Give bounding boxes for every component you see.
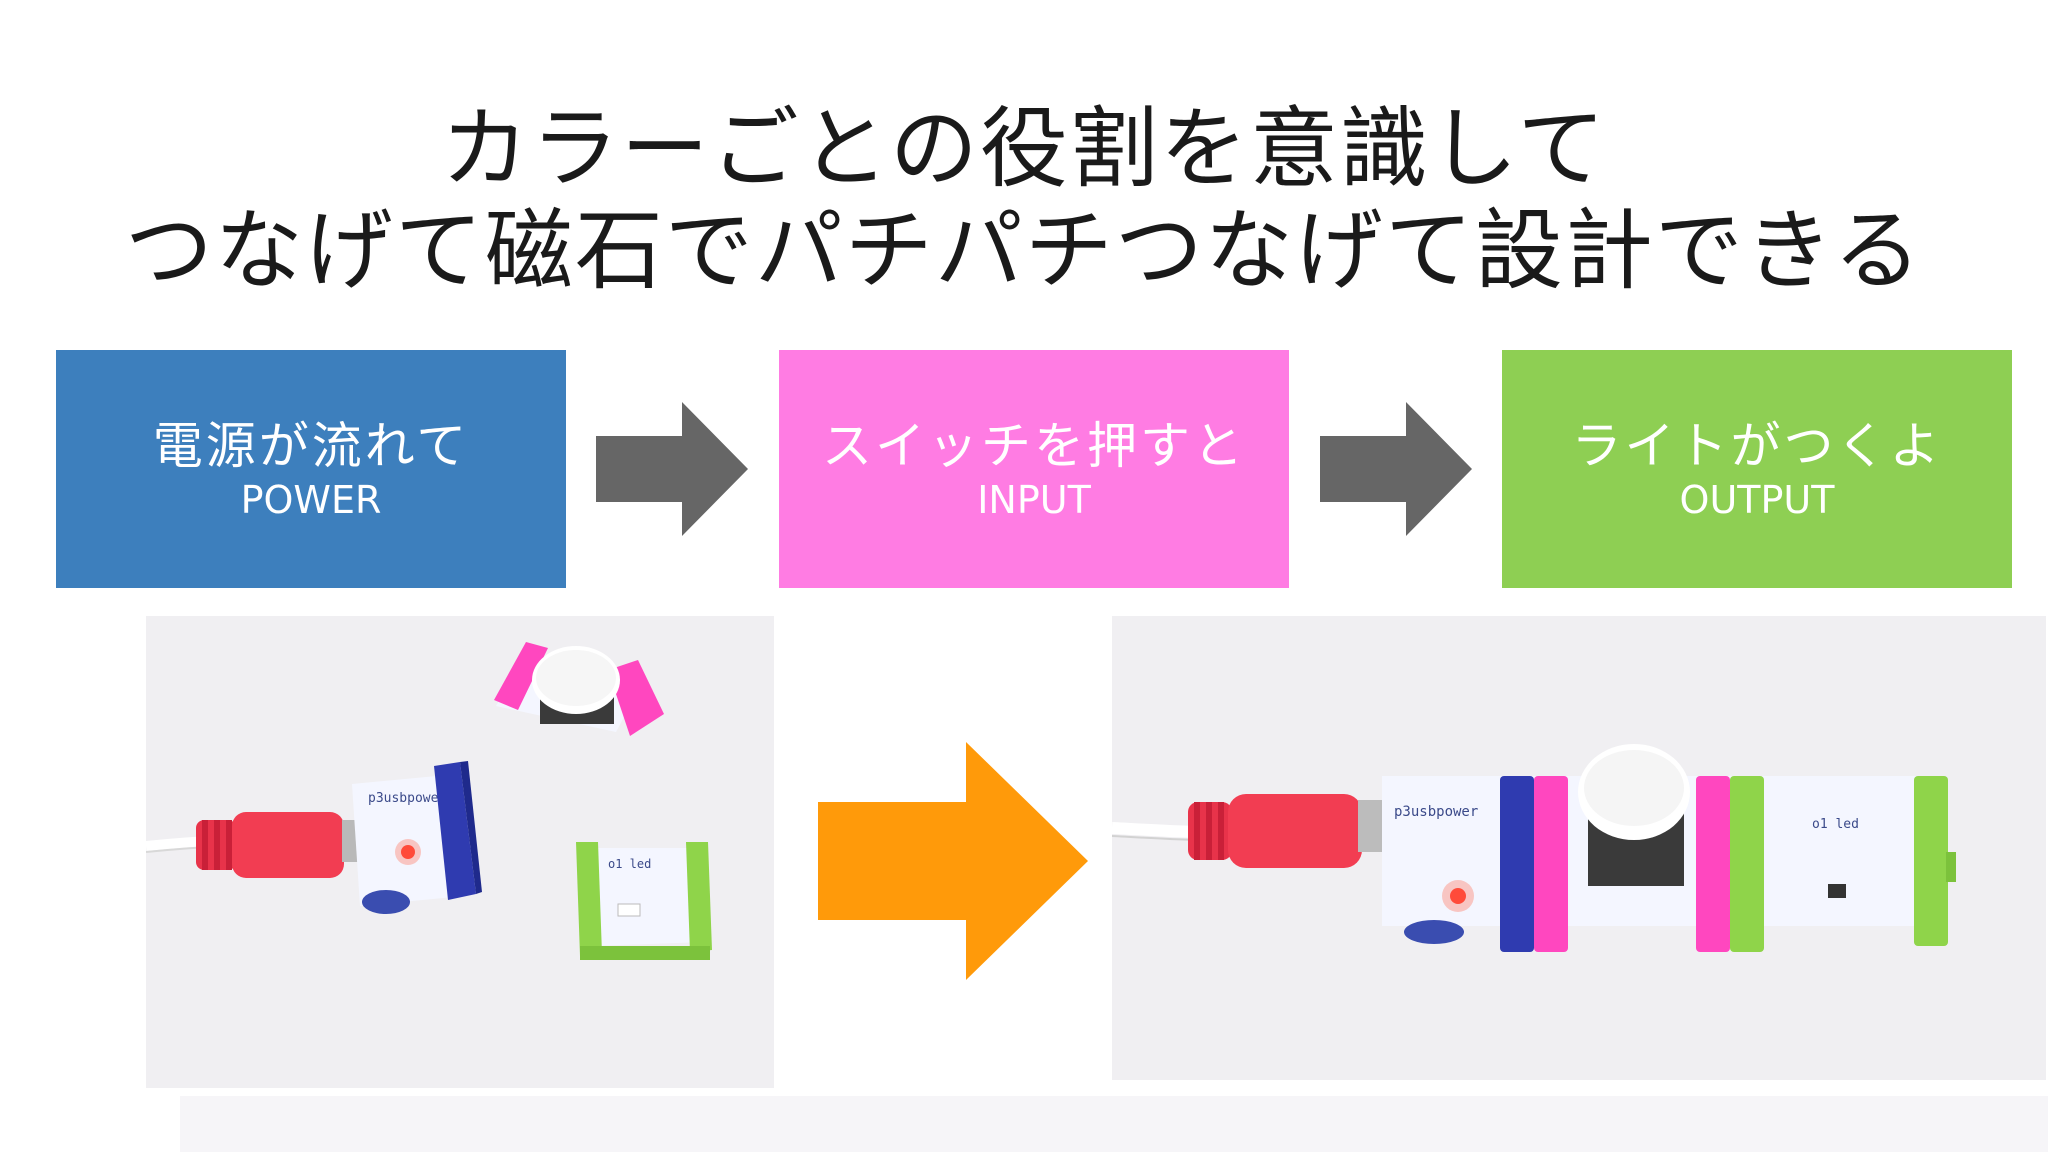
svg-text:o1 led: o1 led (608, 857, 651, 871)
svg-text:p3usbpower: p3usbpower (1394, 804, 1478, 820)
step-arrow-1-icon (596, 402, 748, 536)
photo-arrow-icon (818, 742, 1088, 980)
output-step-label: ライトがつくよ (1571, 417, 1943, 475)
step-arrow-2-icon (1320, 402, 1472, 536)
output-step-sublabel: OUTPUT (1679, 478, 1835, 522)
power-step-sublabel: POWER (240, 478, 382, 522)
output-step-box: ライトがつくよ OUTPUT (1502, 350, 2012, 588)
svg-text:o1 led: o1 led (1812, 817, 1859, 832)
modules-separate-photo: p3usbpower o1 led (146, 616, 774, 1088)
slide-title-line-1: カラーごとの役割を意識して (440, 97, 1608, 200)
power-step-box: 電源が流れて POWER (56, 350, 566, 588)
modules-connected-photo: p3usbpower o1 led (1112, 616, 2046, 1080)
input-step-label: スイッチを押すと (822, 417, 1246, 475)
slide-title-line-2: つなげて磁石でパチパチつなげて設計できる (124, 199, 1924, 302)
bottom-background-band (180, 1096, 2048, 1152)
svg-text:p3usbpower: p3usbpower (368, 791, 446, 806)
power-step-label: 電源が流れて (152, 417, 470, 475)
input-step-sublabel: INPUT (977, 478, 1091, 522)
input-step-box: スイッチを押すと INPUT (779, 350, 1289, 588)
